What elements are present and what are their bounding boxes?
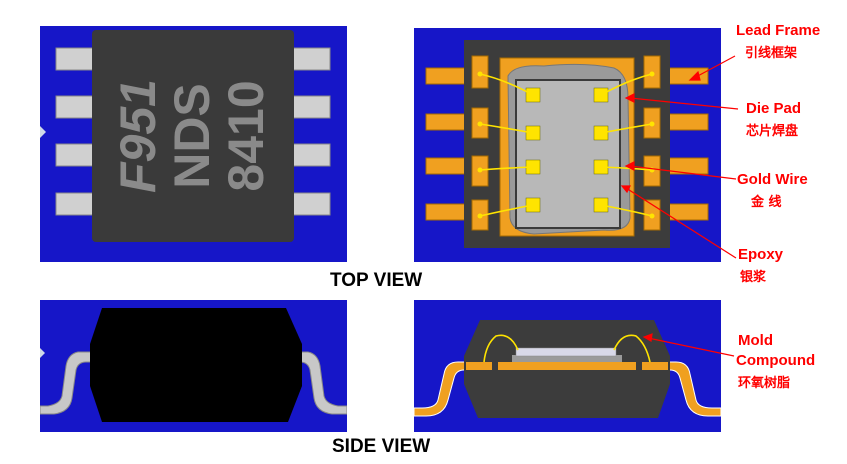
chip-marking-line1: F951: [110, 79, 166, 193]
side-chip-body: [90, 308, 302, 422]
chip-marking-line2: NDS: [164, 83, 220, 189]
side-gold-wire-left: [483, 334, 519, 363]
chip-body: [92, 30, 294, 242]
label-mold-compound-zh: 环氧树脂: [738, 376, 791, 391]
caption-side-view: SIDE VIEW: [332, 436, 431, 457]
gold-wires: [479, 73, 653, 217]
label-gold-wire: Gold Wire: [737, 171, 808, 188]
label-gold-wire-zh: 金 线: [751, 195, 782, 210]
side-lead-right: [289, 351, 347, 415]
label-epoxy: Epoxy: [738, 246, 784, 263]
top-view-internal-panel: [414, 28, 721, 262]
side-view-internal-panel: [414, 300, 721, 432]
pins-left: [55, 47, 97, 216]
side-lead-left: [40, 351, 97, 415]
side-epoxy: [512, 355, 622, 362]
side-gold-wire-right: [613, 334, 651, 363]
label-compound: Compound: [736, 352, 816, 369]
top-view-external-panel: F951 NDS 8410: [40, 26, 347, 262]
label-lead-frame-zh: 引线框架: [745, 46, 798, 61]
label-epoxy-zh: 银浆: [740, 270, 767, 285]
side-die: [515, 347, 617, 357]
caption-top-view: TOP VIEW: [330, 270, 423, 291]
pins-right: [289, 47, 331, 216]
side-view-external-panel: [40, 300, 347, 432]
label-die-pad-zh: 芯片焊盘: [746, 124, 799, 139]
chip-marking: F951 NDS 8410: [110, 79, 274, 193]
label-mold: Mold: [738, 332, 773, 349]
label-lead-frame: Lead Frame: [736, 22, 821, 39]
side-die-pad: [498, 362, 636, 370]
chip-marking-line3: 8410: [218, 80, 274, 191]
label-die-pad: Die Pad: [746, 100, 802, 117]
